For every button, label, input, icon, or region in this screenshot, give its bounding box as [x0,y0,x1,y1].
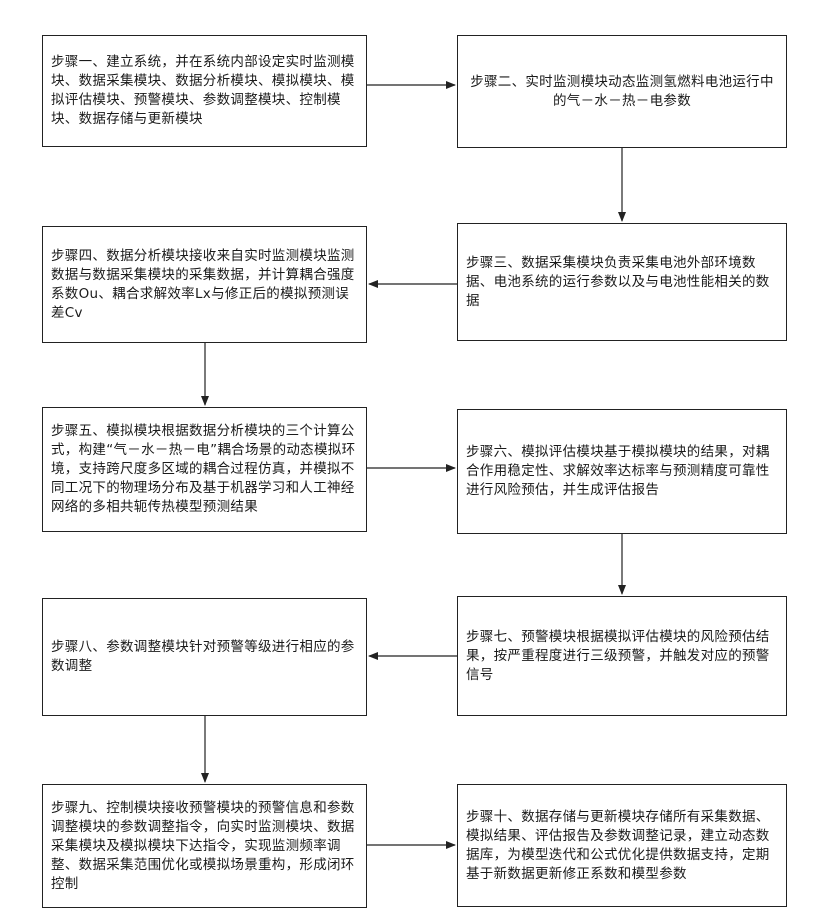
step3-text: 步骤三、数据采集模块负责采集电池外部环境数据、电池系统的运行参数以及与电池性能相… [466,254,778,311]
step6-box: 步骤六、模拟评估模块基于模拟模块的结果，对耦合作用稳定性、求解效率达标率与预测精… [457,409,787,534]
step9-box: 步骤九、控制模块接收预警模块的预警信息和参数调整模块的参数调整指令，向实时监测模… [42,784,367,908]
step1-box: 步骤一、建立系统，并在系统内部设定实时监测模块、数据采集模块、数据分析模块、模拟… [42,35,367,147]
step3-box: 步骤三、数据采集模块负责采集电池外部环境数据、电池系统的运行参数以及与电池性能相… [457,223,787,341]
step9-text: 步骤九、控制模块接收预警模块的预警信息和参数调整模块的参数调整指令，向实时监测模… [51,799,358,894]
step10-text: 步骤十、数据存储与更新模块存储所有采集数据、模拟结果、评估报告及参数调整记录，建… [466,808,778,884]
step5-text: 步骤五、模拟模块根据数据分析模块的三个计算公式，构建“气－水－热－电”耦合场景的… [51,422,358,517]
step5-box: 步骤五、模拟模块根据数据分析模块的三个计算公式，构建“气－水－热－电”耦合场景的… [42,407,367,532]
step2-text: 步骤二、实时监测模块动态监测氢燃料电池运行中的气－水－热－电参数 [466,73,778,111]
step2-box: 步骤二、实时监测模块动态监测氢燃料电池运行中的气－水－热－电参数 [457,35,787,148]
step8-box: 步骤八、参数调整模块针对预警等级进行相应的参数调整 [42,598,367,716]
step4-text: 步骤四、数据分析模块接收来自实时监测模块监测数据与数据采集模块的采集数据，并计算… [51,247,358,323]
step4-box: 步骤四、数据分析模块接收来自实时监测模块监测数据与数据采集模块的采集数据，并计算… [42,226,367,343]
step8-text: 步骤八、参数调整模块针对预警等级进行相应的参数调整 [51,638,358,676]
step6-text: 步骤六、模拟评估模块基于模拟模块的结果，对耦合作用稳定性、求解效率达标率与预测精… [466,443,778,500]
step7-text: 步骤七、预警模块根据模拟评估模块的风险预估结果，按严重程度进行三级预警，并触发对… [466,628,778,685]
step1-text: 步骤一、建立系统，并在系统内部设定实时监测模块、数据采集模块、数据分析模块、模拟… [51,53,358,129]
step7-box: 步骤七、预警模块根据模拟评估模块的风险预估结果，按严重程度进行三级预警，并触发对… [457,596,787,716]
step10-box: 步骤十、数据存储与更新模块存储所有采集数据、模拟结果、评估报告及参数调整记录，建… [457,784,787,907]
